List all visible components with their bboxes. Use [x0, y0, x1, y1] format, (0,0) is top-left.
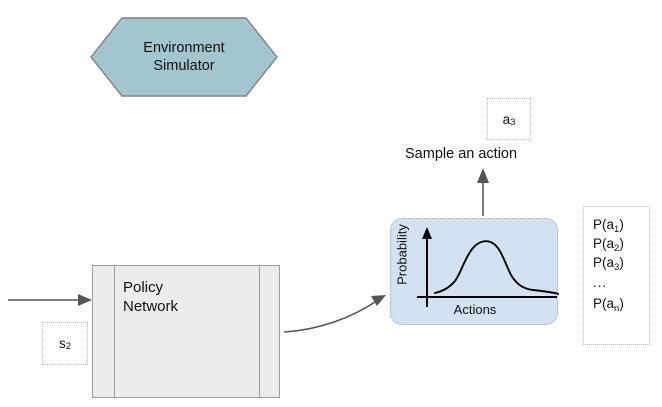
- environment-simulator-label-line1: Environment: [143, 40, 225, 56]
- list-item: P(a2): [593, 235, 649, 254]
- probability-close-paren: ): [619, 255, 624, 270]
- probability-label: P(a: [593, 296, 615, 311]
- probability-subscript: 2: [614, 243, 620, 254]
- list-item: P(an): [593, 295, 649, 314]
- state-symbol: s: [58, 336, 66, 351]
- policy-network-left-divider: [114, 266, 115, 397]
- probability-subscript: n: [614, 303, 620, 314]
- probability-close-paren: ): [619, 296, 624, 311]
- probability-label: P(a: [593, 236, 615, 251]
- probability-close-paren: ): [619, 236, 624, 251]
- action-distribution-chart[interactable]: Probability Actions: [390, 218, 559, 325]
- list-item: P(a3): [593, 254, 649, 273]
- sampled-action-subscript: 3: [510, 116, 516, 128]
- probability-close-paren: ): [619, 217, 624, 232]
- state-subscript: 2: [65, 341, 72, 352]
- input-to-policy-network-arrow: [8, 294, 92, 306]
- chart-y-axis-label: Probability: [394, 224, 410, 285]
- policy-network-label-line2: Network: [123, 298, 179, 315]
- probability-list-ellipsis: ...: [593, 275, 608, 290]
- policy-network-label-line1: Policy: [123, 279, 164, 296]
- y-axis-arrowhead: [422, 227, 432, 239]
- action-probability-list[interactable]: P(a1) P(a2) P(a3) ... P(an): [583, 206, 650, 345]
- policy-network-node[interactable]: Policy Network: [92, 265, 280, 398]
- policy-network-right-divider: [259, 266, 260, 397]
- policy-network-to-distribution-arrow: [283, 295, 386, 333]
- probability-distribution-curve: [434, 240, 559, 295]
- list-item: P(a1): [593, 216, 649, 235]
- probability-subscript: 1: [614, 224, 620, 235]
- sampled-action-symbol: a: [502, 111, 511, 127]
- environment-simulator-label: Environment Simulator: [90, 17, 278, 97]
- policy-network-label: Policy Network: [123, 278, 178, 316]
- hexagon-shape: [90, 17, 278, 97]
- probability-label: P(a: [593, 255, 615, 270]
- chart-x-axis-label: Actions: [453, 302, 497, 317]
- sample-action-caption: Sample an action: [405, 146, 518, 162]
- chart-plot-area: [417, 227, 559, 307]
- environment-simulator-label-line2: Simulator: [153, 58, 215, 74]
- environment-simulator-node[interactable]: Environment Simulator: [90, 17, 278, 97]
- probability-subscript: 3: [614, 262, 620, 273]
- probability-label: P(a: [593, 217, 615, 232]
- distribution-to-sampled-action-arrow: [477, 168, 489, 216]
